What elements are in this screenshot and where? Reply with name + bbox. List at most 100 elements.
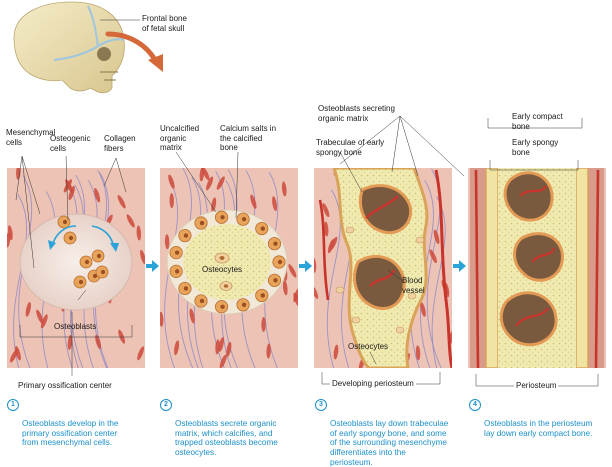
mesenchyme-tissue	[7, 168, 145, 368]
mesenchymal-cell	[189, 308, 195, 324]
mesenchymal-cell	[117, 195, 126, 209]
mesenchymal-cell	[281, 181, 287, 197]
collagen-fiber	[431, 196, 446, 368]
compact-bone-right	[575, 168, 589, 368]
osteoblast-nucleus	[199, 220, 205, 226]
mesenchymal-cell	[40, 314, 48, 329]
mesenchymal-cell	[333, 344, 339, 360]
panel-3	[314, 168, 452, 368]
osteoblast-nucleus	[174, 269, 180, 274]
caption-step-1: 1 Osteoblasts develop in the primary oss…	[7, 399, 119, 448]
step-number: 2	[160, 399, 172, 411]
label-osteoblasts: Osteoblasts	[54, 322, 97, 331]
mesenchymal-cell	[15, 346, 21, 361]
mesenchymal-cell	[272, 196, 278, 212]
label-early-spongy-bone: Early spongy bone	[512, 138, 559, 157]
ossification-center	[19, 213, 133, 311]
osteocyte	[351, 316, 361, 324]
mesenchymal-cell	[137, 346, 145, 361]
osteoblast-nucleus	[92, 273, 98, 279]
osteoblast-nucleus	[199, 298, 205, 304]
mesenchymal-cell	[282, 280, 288, 296]
label-blood-vessel: Blood vessel	[402, 276, 425, 295]
mesenchymal-cell	[266, 343, 271, 359]
mesenchymal-cell	[288, 264, 297, 278]
mesenchymal-cell	[329, 236, 338, 251]
mesenchymal-cell	[118, 329, 126, 344]
osteoblast-nucleus	[62, 219, 68, 225]
osteoblast-nucleus	[260, 293, 265, 298]
osteoblast-nucleus	[78, 279, 84, 285]
osteocyte-group	[335, 226, 425, 334]
illustration	[7, 1, 606, 387]
step-number: 4	[469, 399, 481, 411]
step-number: 1	[7, 399, 19, 411]
caption-step-4: 4 Osteoblasts in the periosteum lay down…	[469, 399, 593, 438]
mesenchymal-cell	[218, 337, 225, 352]
label-osteocytes: Osteocytes	[202, 265, 243, 274]
mesenchymal-cell	[206, 176, 214, 191]
marrow-space	[499, 291, 558, 347]
osteoblast-nucleus	[273, 241, 278, 246]
label-primary-ossification-center: Primary ossification center	[18, 381, 112, 390]
label-trabeculae: Trabeculae of early spongy bone	[316, 138, 385, 157]
osteoblast-cluster	[57, 215, 109, 289]
mesenchymal-cell	[126, 214, 135, 228]
panel-4	[468, 168, 606, 368]
osteocyte	[345, 226, 355, 234]
osteoblast-nucleus	[183, 286, 189, 291]
blood-vessel	[365, 195, 399, 287]
osteoblast-nucleus	[84, 259, 90, 265]
caption-text: Osteoblasts lay down trabeculae of early…	[330, 419, 449, 467]
label-osteocytes: Osteocytes	[348, 342, 389, 351]
fetal-skull	[13, 1, 125, 94]
osteoblast-nucleus	[68, 235, 74, 241]
mesenchymal-cell	[293, 292, 298, 307]
mesenchymal-cell	[95, 334, 102, 350]
mesenchymal-cell	[168, 174, 175, 189]
mesenchymal-cell	[415, 345, 421, 361]
osteocyte	[395, 326, 405, 334]
mesenchymal-cell	[226, 341, 232, 357]
mesenchymal-cell	[429, 249, 437, 264]
marrow-space	[353, 254, 406, 310]
osteocyte	[214, 252, 230, 264]
calcified-bone	[183, 224, 271, 300]
skull-label: Frontal bone of fetal skull	[142, 14, 187, 33]
osteocyte	[335, 286, 345, 294]
step-arrow	[299, 260, 312, 272]
step-arrow	[453, 260, 466, 272]
mesenchymal-cell	[322, 203, 330, 218]
leader-lines	[15, 115, 599, 387]
label-calcium-salts: Calcium salts in the calcified bone	[220, 124, 277, 152]
blood-vessel	[434, 169, 452, 368]
label-uncalcified-matrix: Uncalcified organic matrix	[160, 124, 200, 152]
osteoblast-nucleus	[220, 215, 225, 220]
mesenchymal-cell	[250, 194, 257, 209]
mesenchymal-cell	[216, 176, 225, 190]
mesenchymal-cell	[420, 302, 426, 317]
blood-vessel	[515, 185, 556, 327]
mesenchymal-cell	[323, 221, 329, 237]
label-osteogenic-cells: Osteogenic cells	[50, 134, 91, 153]
caption-text: Osteoblasts develop in the primary ossif…	[22, 419, 119, 448]
skull-arrow-head	[148, 54, 163, 72]
mesenchymal-cell	[63, 179, 73, 193]
osteoblast-nucleus	[183, 233, 189, 238]
blood-vessel	[474, 169, 600, 368]
label-collagen-fibers: Collagen fibers	[104, 134, 136, 153]
mesenchymal-cell	[314, 257, 317, 273]
label-developing-periosteum: Developing periosteum	[330, 379, 416, 389]
label-early-compact-bone: Early compact bone	[512, 112, 563, 131]
label-mesenchymal-cells: Mesenchymal cells	[6, 128, 56, 147]
mesenchymal-cell	[219, 354, 227, 368]
mesenchymal-cell	[67, 334, 73, 350]
osteoblast-nucleus	[96, 253, 102, 259]
osteoblast-nucleus	[241, 302, 247, 307]
caption-text: Osteoblasts in the periosteum lay down e…	[484, 419, 593, 438]
step-arrow	[146, 260, 159, 272]
mesenchymal-cell	[201, 168, 210, 181]
osteocyte	[415, 236, 425, 244]
mesenchymal-cell	[215, 339, 220, 355]
mesenchymal-cell	[314, 285, 319, 299]
